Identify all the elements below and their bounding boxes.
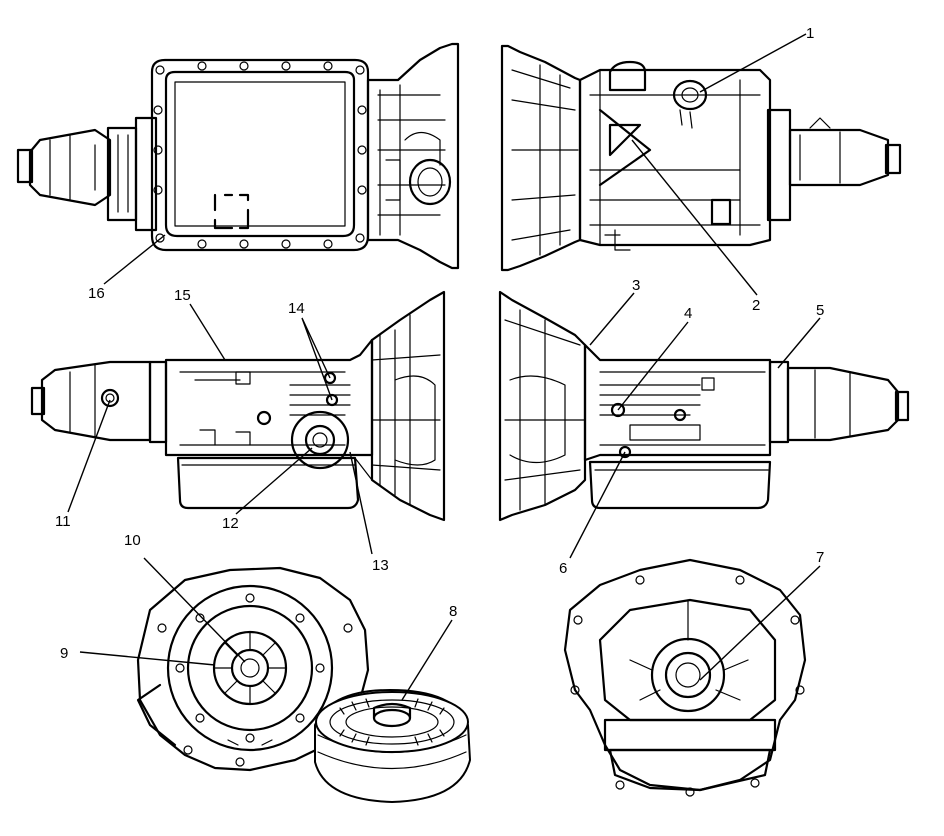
callout-13: 13 bbox=[372, 557, 389, 574]
leader-16 bbox=[103, 234, 166, 285]
callout-5: 5 bbox=[816, 302, 824, 319]
callout-8: 8 bbox=[449, 603, 457, 620]
leader-7 bbox=[699, 565, 821, 681]
callout-2: 2 bbox=[752, 297, 760, 314]
callout-14: 14 bbox=[288, 300, 305, 317]
callout-10: 10 bbox=[124, 532, 141, 549]
callout-1: 1 bbox=[806, 25, 814, 42]
leader-13 bbox=[349, 451, 373, 555]
transmission-left-side-view bbox=[30, 290, 446, 522]
callout-7: 7 bbox=[816, 549, 824, 566]
leader-lines bbox=[67, 33, 821, 701]
callout-9: 9 bbox=[60, 645, 68, 662]
callout-16: 16 bbox=[88, 285, 105, 302]
leader-9 bbox=[79, 651, 216, 666]
callout-labels: 1 2 3 4 5 6 7 8 9 10 11 12 13 14 15 16 bbox=[55, 25, 824, 662]
leader-6 bbox=[569, 451, 626, 559]
transmission-front-end-view bbox=[563, 558, 807, 797]
callout-15: 15 bbox=[174, 287, 191, 304]
callout-11: 11 bbox=[55, 513, 71, 530]
leader-15 bbox=[189, 303, 226, 361]
transmission-bottom-view bbox=[16, 42, 460, 270]
transmission-right-side-view bbox=[498, 290, 910, 522]
callout-3: 3 bbox=[632, 277, 640, 294]
callout-6: 6 bbox=[559, 560, 567, 577]
leader-10 bbox=[143, 557, 246, 663]
leader-8 bbox=[401, 619, 453, 701]
leader-5 bbox=[777, 317, 821, 369]
leader-12 bbox=[235, 447, 313, 515]
torque-converter bbox=[314, 689, 471, 803]
leader-1 bbox=[699, 33, 807, 93]
callout-4: 4 bbox=[684, 305, 692, 322]
callout-12: 12 bbox=[222, 515, 239, 532]
leader-3 bbox=[589, 292, 635, 346]
transmission-top-view bbox=[500, 44, 902, 272]
leader-4 bbox=[617, 321, 689, 411]
leader-11 bbox=[67, 399, 111, 513]
leader-2 bbox=[631, 139, 758, 296]
leader-14 bbox=[301, 317, 333, 401]
